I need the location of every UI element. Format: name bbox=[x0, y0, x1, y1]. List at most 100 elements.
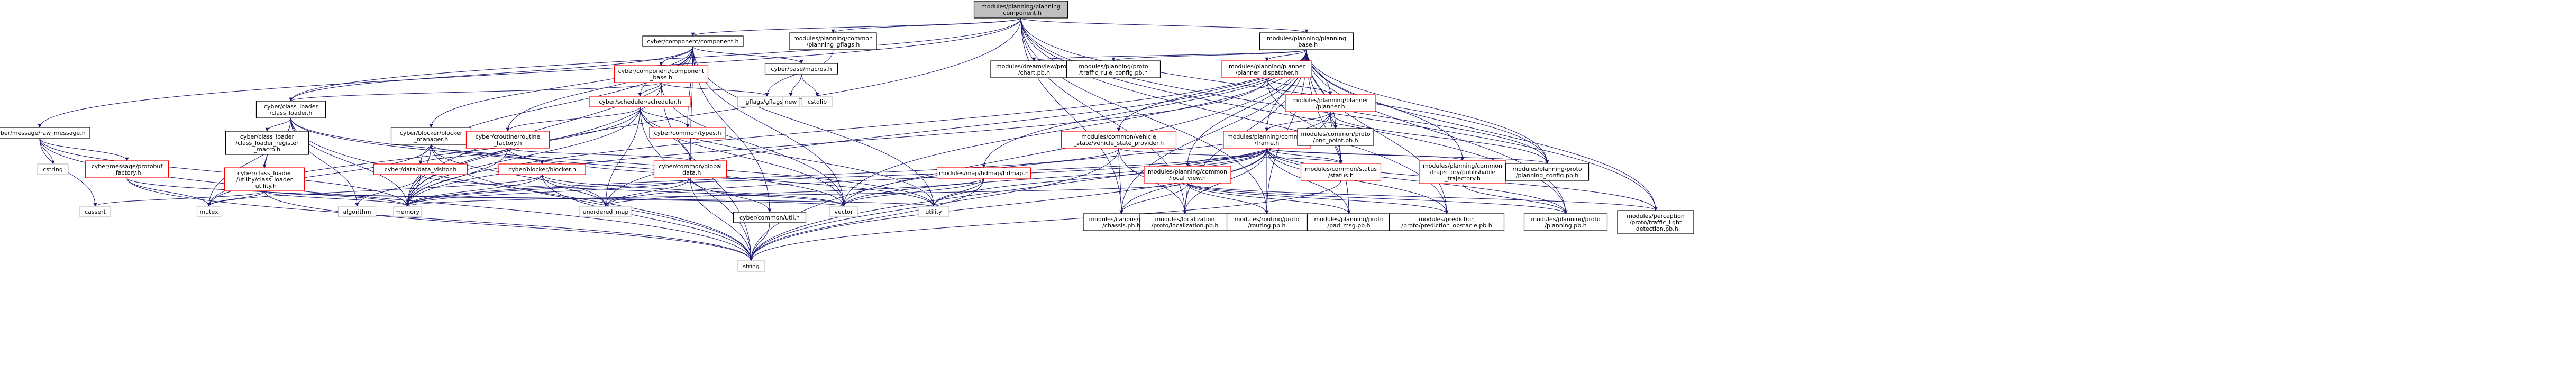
node-box bbox=[498, 163, 586, 175]
node-prediction-obstacle-pb[interactable]: modules/prediction/proto/prediction_obst… bbox=[1389, 213, 1505, 231]
node-blocker-manager[interactable]: cyber/blocker/blocker_manager.h bbox=[390, 127, 472, 145]
node-label: modules/common/vehicle bbox=[1081, 133, 1156, 140]
edge-data-visitor-to-vector bbox=[420, 174, 846, 207]
node-label: /chassis.pb.h bbox=[1102, 222, 1140, 229]
edge-scheduler-to-common-types bbox=[640, 106, 690, 128]
node-class-loader-register[interactable]: cyber/class_loader/class_loader_register… bbox=[225, 131, 309, 155]
node-planning-base[interactable]: modules/planning/planning_base.h bbox=[1259, 32, 1354, 50]
node-label: _state/vehicle_state_provider.h bbox=[1073, 140, 1164, 147]
node-cstdlib[interactable]: cstdlib bbox=[801, 96, 833, 107]
node-common-types[interactable]: cyber/common/types.h bbox=[649, 127, 726, 139]
node-vector[interactable]: vector bbox=[829, 206, 858, 217]
edge-root-to-localization-pb bbox=[1020, 17, 1187, 214]
node-box bbox=[936, 167, 1031, 179]
node-local-view[interactable]: modules/planning/common/local_view.h bbox=[1144, 166, 1231, 184]
node-utility[interactable]: utility bbox=[918, 206, 949, 217]
node-planner[interactable]: modules/planning/planner/planner.h bbox=[1285, 94, 1376, 112]
node-mutex[interactable]: mutex bbox=[196, 206, 222, 217]
edge-scheduler-to-routine-factory bbox=[506, 106, 641, 132]
edge-frame-to-vector bbox=[842, 148, 1267, 207]
node-label: modules/planning/proto bbox=[1512, 166, 1582, 172]
node-label: cyber/class_loader bbox=[264, 103, 318, 110]
node-label: modules/perception bbox=[1627, 213, 1685, 220]
node-class-loader[interactable]: cyber/class_loader/class_loader.h bbox=[255, 101, 326, 118]
node-trajectory-publishable[interactable]: modules/planning/common/trajectory/publi… bbox=[1419, 160, 1506, 184]
node-pad-msg-pb[interactable]: modules/planning/proto/pad_msg.pb.h bbox=[1307, 213, 1391, 231]
node-label: _component.h bbox=[1000, 10, 1042, 16]
node-label: /chart.pb.h bbox=[1018, 69, 1050, 76]
node-pnc-point-pb[interactable]: modules/common/proto/pnc_point.pb.h bbox=[1297, 128, 1374, 146]
edge-root-to-chassis-pb bbox=[1020, 17, 1123, 214]
edge-cyber-component-to-class-loader bbox=[289, 46, 693, 102]
node-label: _detection.pb.h bbox=[1632, 225, 1678, 232]
node-protobuf-factory[interactable]: cyber/message/protobuf_factory.h bbox=[85, 160, 169, 178]
node-memory[interactable]: memory bbox=[393, 206, 422, 217]
node-label: _factory.h bbox=[493, 140, 522, 147]
node-routine-factory[interactable]: cyber/croutine/routine_factory.h bbox=[465, 131, 550, 149]
node-box bbox=[737, 260, 765, 272]
node-label: modules/planning/planner bbox=[1229, 63, 1305, 70]
node-planning-pb[interactable]: modules/planning/proto/planning.pb.h bbox=[1523, 213, 1608, 231]
node-box bbox=[1297, 128, 1374, 146]
node-label: modules/common/proto bbox=[1301, 131, 1371, 138]
node-algorithm[interactable]: algorithm bbox=[337, 206, 377, 217]
node-planning-config-pb[interactable]: modules/planning/proto/planning_config.p… bbox=[1505, 163, 1590, 181]
edge-vehicle-state-provider-to-chassis-pb bbox=[1118, 148, 1123, 214]
node-label: memory bbox=[395, 208, 419, 215]
node-label: /class_loader.h bbox=[270, 110, 313, 116]
node-box bbox=[973, 1, 1068, 19]
node-box bbox=[990, 60, 1078, 78]
node-traffic-rule-config-pb[interactable]: modules/planning/proto/traffic_rule_conf… bbox=[1066, 60, 1161, 78]
node-label: vector bbox=[835, 208, 853, 215]
node-label: gflags/gflags.h bbox=[746, 98, 789, 105]
edge-planner-dispatcher-to-memory bbox=[405, 77, 1267, 207]
node-label: cyber/class_loader bbox=[240, 133, 295, 140]
node-gflags[interactable]: gflags/gflags.h bbox=[737, 96, 797, 107]
node-routing-pb[interactable]: modules/routing/proto/routing.pb.h bbox=[1226, 213, 1308, 231]
node-box bbox=[642, 35, 744, 47]
node-box bbox=[1419, 160, 1506, 184]
node-box bbox=[1505, 163, 1590, 181]
node-string[interactable]: string bbox=[737, 260, 765, 272]
node-cassert[interactable]: cassert bbox=[79, 206, 111, 217]
node-box bbox=[37, 163, 69, 175]
node-cstring[interactable]: cstring bbox=[37, 163, 69, 175]
node-localization-pb[interactable]: modules/localization/proto/localization.… bbox=[1139, 213, 1230, 231]
edge-protobuf-factory-to-mutex bbox=[126, 177, 211, 207]
node-class-loader-utility[interactable]: cyber/class_loader/utility/class_loader_… bbox=[224, 167, 305, 191]
edge-cyber-component-to-base-macros bbox=[692, 46, 803, 64]
edge-planning-base-to-planner-dispatcher bbox=[1265, 49, 1307, 61]
node-traffic-light-detection-pb[interactable]: modules/perception/proto/traffic_light_d… bbox=[1617, 210, 1694, 234]
node-vehicle-state-provider[interactable]: modules/common/vehicle_state/vehicle_sta… bbox=[1061, 131, 1177, 149]
node-label: algorithm bbox=[343, 208, 371, 215]
edge-local-view-to-memory bbox=[405, 183, 1188, 207]
node-status[interactable]: modules/common/status/status.h bbox=[1300, 163, 1382, 181]
node-unordered-map[interactable]: unordered_map bbox=[579, 206, 632, 217]
edge-class-loader-utility-to-cassert bbox=[93, 190, 265, 207]
node-raw-message[interactable]: cyber/message/raw_message.h bbox=[0, 127, 90, 139]
node-label: cyber/scheduler/scheduler.h bbox=[599, 98, 681, 105]
node-frame[interactable]: modules/planning/common/frame.h bbox=[1223, 131, 1311, 149]
node-root[interactable]: modules/planning/planning_component.h bbox=[973, 1, 1068, 19]
edge-planning-base-to-traffic-rule-config-pb bbox=[1111, 49, 1307, 61]
node-planning-gflags[interactable]: modules/planning/common/planning_gflags.… bbox=[789, 32, 877, 50]
node-new[interactable]: new bbox=[782, 96, 800, 107]
node-hdmap[interactable]: modules/map/hdmap/hdmap.h bbox=[936, 167, 1031, 179]
node-blocker[interactable]: cyber/blocker/blocker.h bbox=[498, 163, 586, 175]
node-cyber-component[interactable]: cyber/component/component.h bbox=[642, 35, 744, 47]
node-base-macros[interactable]: cyber/base/macros.h bbox=[764, 63, 838, 75]
node-common-global-data[interactable]: cyber/common/global_data.h bbox=[653, 160, 727, 178]
edge-routine-factory-to-common-global-data bbox=[507, 148, 692, 161]
node-label: cyber/message/raw_message.h bbox=[0, 130, 86, 136]
node-scheduler[interactable]: cyber/scheduler/scheduler.h bbox=[589, 96, 691, 107]
node-common-util[interactable]: cyber/common/util.h bbox=[733, 212, 807, 223]
node-component-base[interactable]: cyber/component/component_base.h bbox=[614, 65, 709, 83]
node-box bbox=[1523, 213, 1608, 231]
edge-planning-base-to-chart-pb bbox=[1032, 49, 1307, 61]
node-label: modules/canbus/proto bbox=[1089, 216, 1154, 223]
edge-class-loader-utility-to-mutex bbox=[207, 190, 265, 207]
node-data-visitor[interactable]: cyber/data/data_visitor.h bbox=[373, 163, 468, 175]
edge-class-loader-to-utility bbox=[290, 117, 936, 207]
node-planner-dispatcher[interactable]: modules/planning/planner/planner_dispatc… bbox=[1221, 60, 1312, 78]
node-chart-pb[interactable]: modules/dreamview/proto/chart.pb.h bbox=[990, 60, 1078, 78]
